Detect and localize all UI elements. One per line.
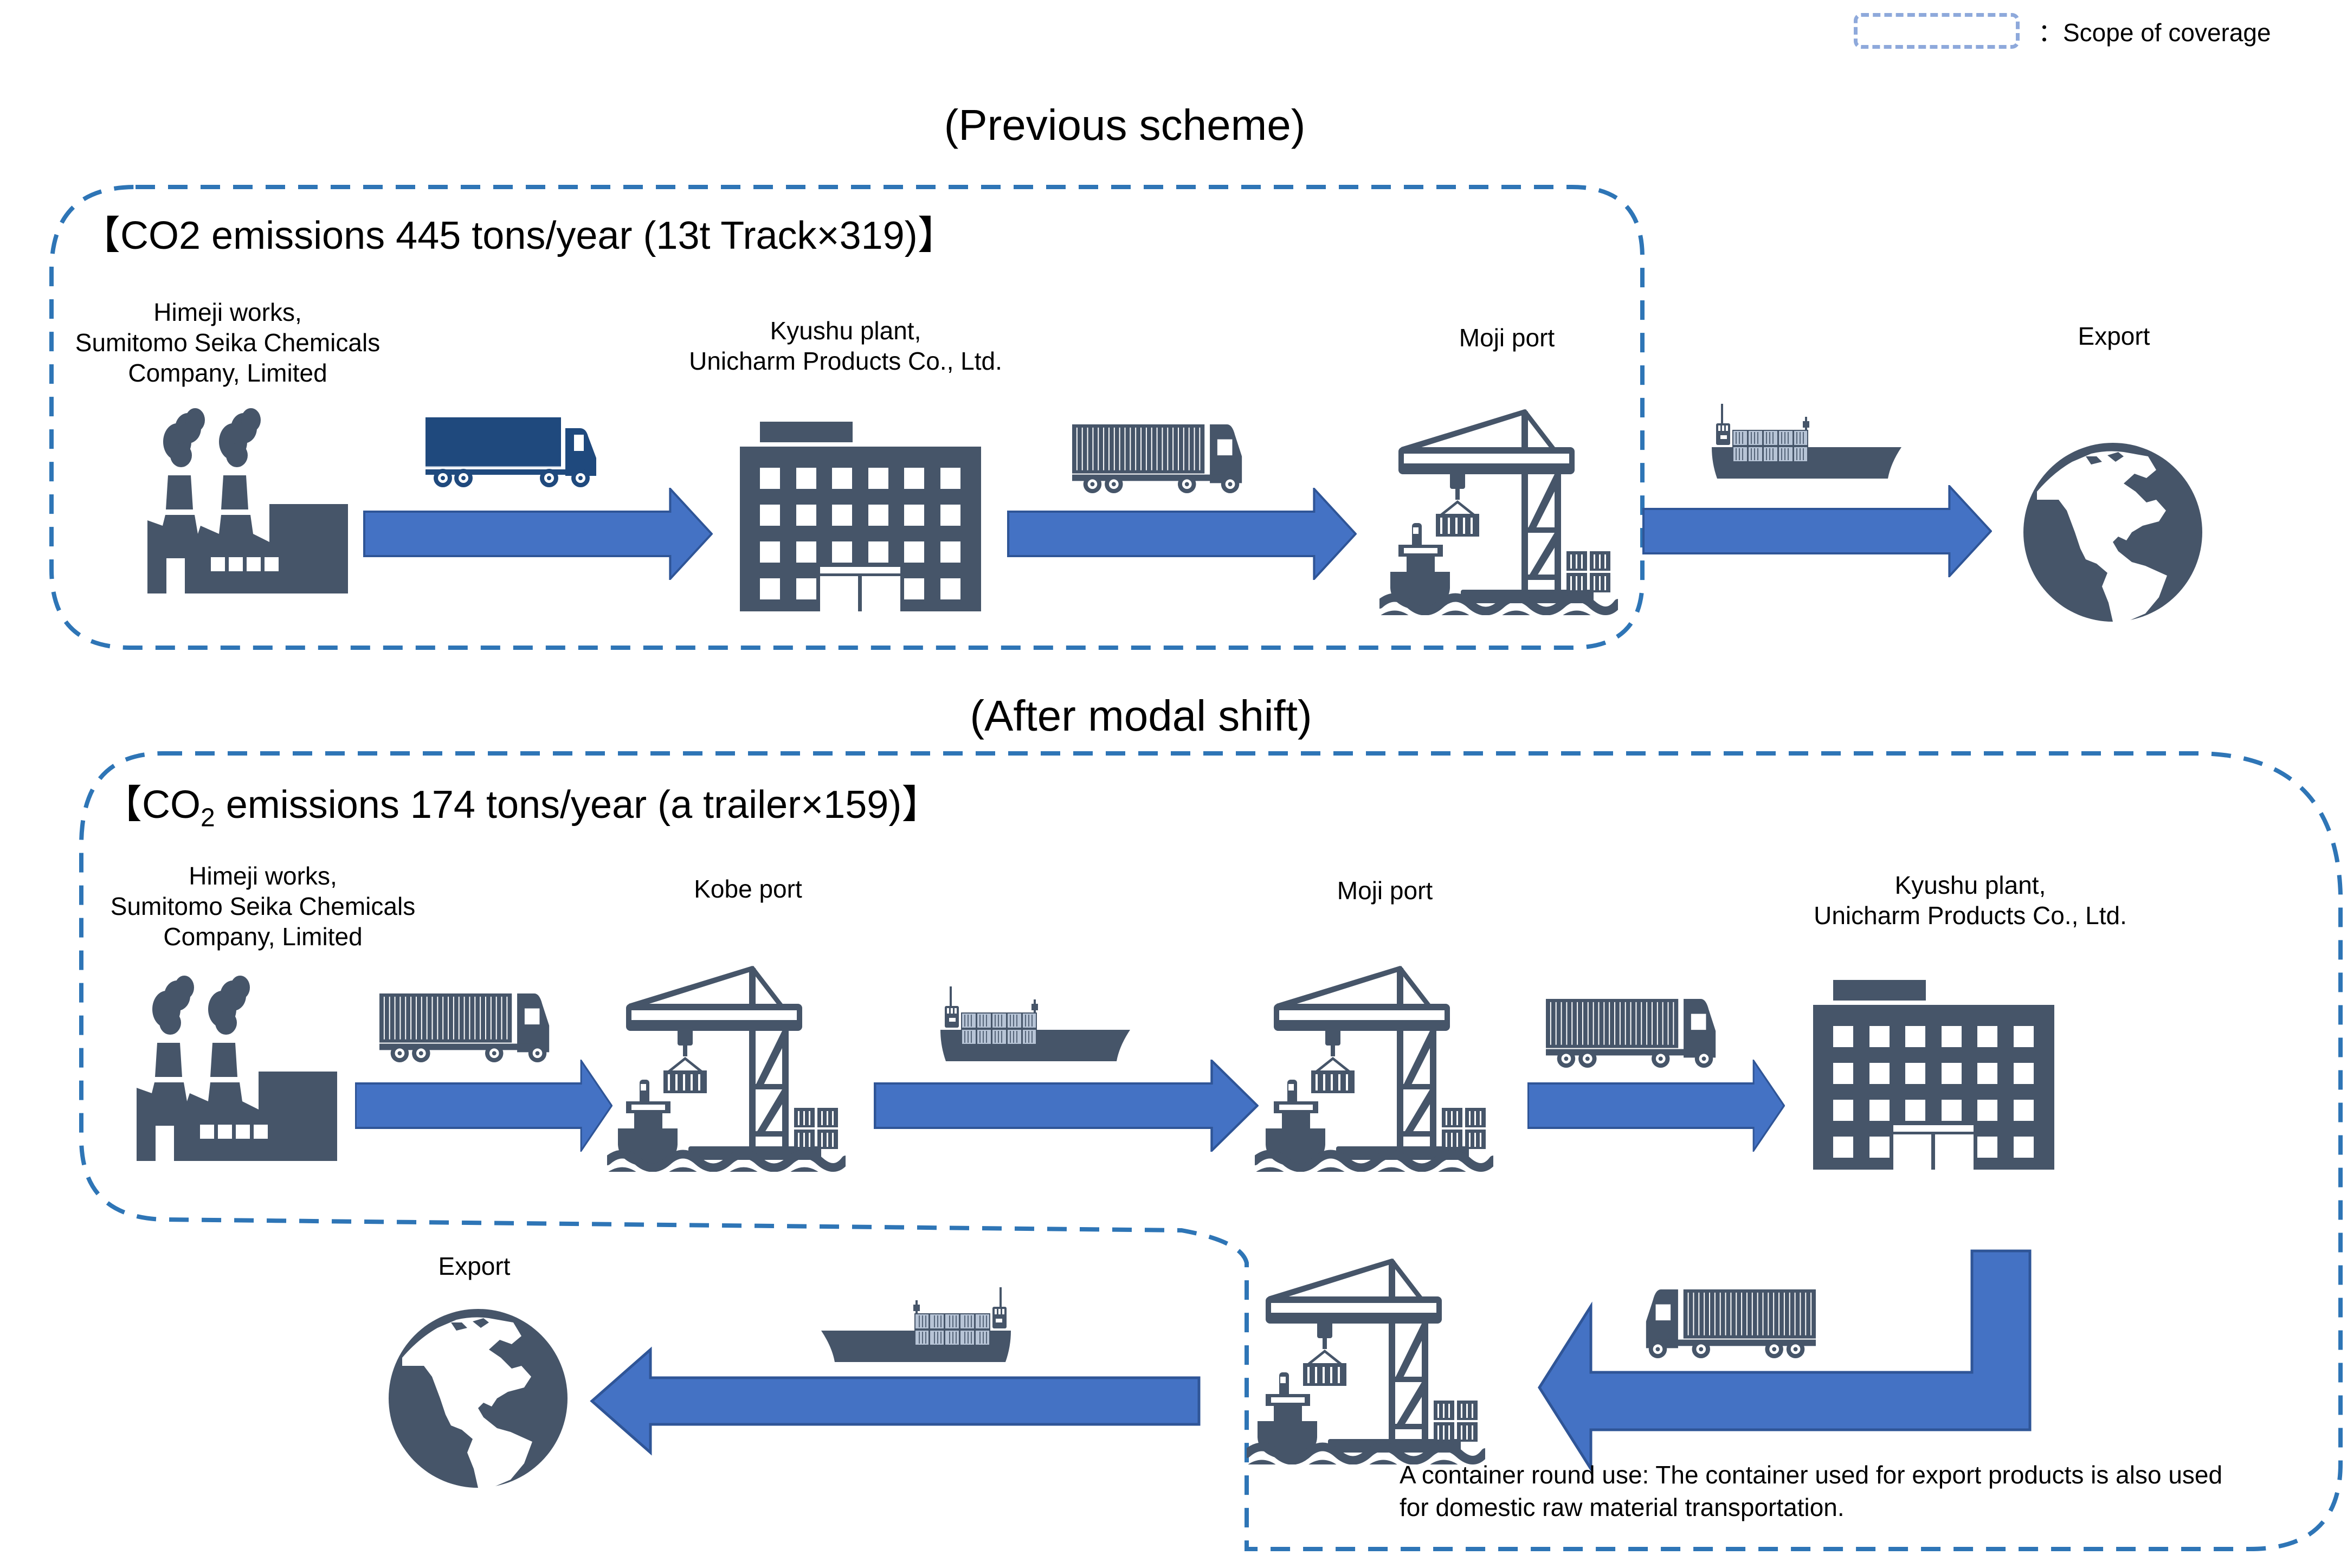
port-crane-icon <box>1247 1259 1485 1464</box>
after-node-label-export: Export <box>438 1252 511 1280</box>
globe-icon <box>386 1306 570 1490</box>
after-node-label-himeji: Himeji works, Sumitomo Seika Chemicals C… <box>110 862 416 951</box>
arrow-right <box>1007 488 1357 580</box>
port-crane-icon <box>1379 409 1618 615</box>
after-scheme-title: (After modal shift) <box>970 692 1312 740</box>
container-truck-icon <box>1640 1289 1816 1359</box>
after-node-label-moji: Moji port <box>1337 876 1433 905</box>
arrow-right <box>355 1060 612 1152</box>
after-node-label-kyushu: Kyushu plant, Unicharm Products Co., Ltd… <box>1814 871 2127 930</box>
container-truck-icon <box>379 993 556 1063</box>
box-truck-icon <box>425 417 599 488</box>
legend: ：Scope of coverage <box>1854 13 2331 56</box>
previous-co2-emissions: 【CO2 emissions 445 tons/year (13t Track×… <box>81 214 957 257</box>
factory-icon <box>147 404 348 604</box>
globe-icon <box>2021 440 2205 624</box>
container-ship-icon <box>805 1287 1011 1363</box>
container-truck-icon <box>1072 424 1248 494</box>
after-node-label-kobe: Kobe port <box>694 875 802 903</box>
arrow-right <box>1527 1060 1785 1152</box>
arrow-right <box>874 1060 1259 1152</box>
container-round-use-note: A container round use: The container use… <box>1400 1461 2223 1521</box>
building-icon <box>740 422 981 611</box>
port-crane-icon <box>607 966 846 1172</box>
after-co2-suffix: emissions 174 tons/year (a trailer×159)】 <box>215 783 941 827</box>
previous-node-label-export: Export <box>2078 322 2150 350</box>
after-co2-prefix: 【CO <box>103 783 201 827</box>
port-crane-icon <box>1255 966 1493 1172</box>
previous-node-label-moji: Moji port <box>1459 324 1555 352</box>
previous-node-label-kyushu: Kyushu plant, Unicharm Products Co., Ltd… <box>689 317 1002 376</box>
arrow-right <box>1642 485 1992 577</box>
previous-scope-boundary <box>49 185 1645 650</box>
factory-icon <box>137 971 337 1172</box>
after-co2-emissions: 【CO2 emissions 174 tons/year (a trailer×… <box>103 782 940 834</box>
container-ship-icon <box>1712 404 1918 480</box>
arrow-right <box>363 488 713 580</box>
legend-scope-box <box>1854 13 2020 49</box>
container-truck-icon <box>1546 998 1722 1069</box>
building-icon <box>1813 980 2054 1170</box>
after-scope-boundary <box>79 751 2343 1551</box>
legend-label: ：Scope of coverage <box>2038 18 2271 47</box>
after-co2-subscript: 2 <box>201 803 215 833</box>
previous-scheme-title: (Previous scheme) <box>944 101 1306 149</box>
previous-node-label-himeji: Himeji works, Sumitomo Seika Chemicals C… <box>75 298 381 388</box>
container-ship-icon <box>940 986 1146 1062</box>
